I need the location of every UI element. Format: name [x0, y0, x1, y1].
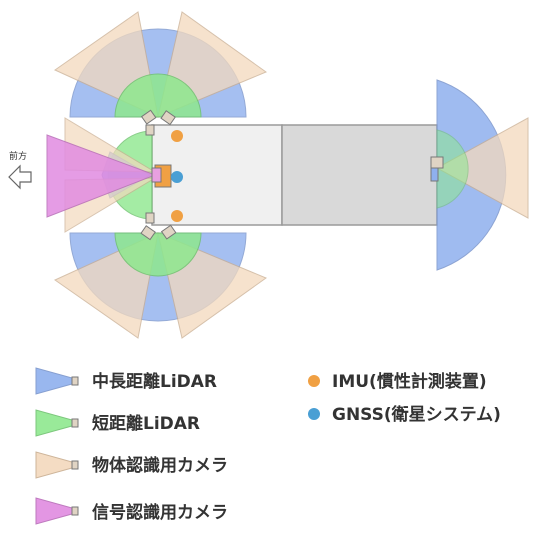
- object-camera-coverage-rear: [435, 117, 529, 219]
- legend-label-short-lidar: 短距離LiDAR: [92, 413, 200, 434]
- legend-label-mid-long-lidar: 中長距離LiDAR: [92, 371, 217, 392]
- lidar-unit-top-front-2: [160, 110, 176, 126]
- legend-item-imu: IMU(慣性計測装置): [308, 371, 487, 392]
- legend-label-imu: IMU(慣性計測装置): [332, 371, 487, 392]
- short-lidar-legend-icon: [35, 409, 73, 437]
- sensor-cluster-bottom-front: [53, 224, 268, 339]
- signal-camera-coverage-front: [46, 134, 157, 218]
- lidar-unit-front-top: [145, 124, 155, 136]
- gnss-marker-front: [171, 171, 183, 183]
- legend-label-signal-camera: 信号認識用カメラ: [92, 502, 228, 523]
- gnss-legend-icon: [308, 408, 320, 420]
- legend-item-gnss: GNSS(衛星システム): [308, 404, 501, 425]
- lidar-unit-front-bottom: [145, 212, 155, 224]
- legend-item-object-camera: 物体認識用カメラ: [35, 451, 228, 479]
- camera-unit-rear: [430, 167, 439, 182]
- lidar-unit-top-front: [140, 109, 157, 125]
- direction-label: 前方: [9, 150, 27, 162]
- lidar-unit-bottom-front: [140, 225, 156, 241]
- short-lidar-coverage-top: [114, 73, 202, 118]
- legend-item-short-lidar: 短距離LiDAR: [35, 409, 200, 437]
- lidar-unit-bottom-front-2: [160, 224, 177, 240]
- sensor-cluster-top-front: [53, 11, 268, 126]
- legend-label-object-camera: 物体認識用カメラ: [92, 455, 228, 476]
- short-lidar-coverage-bottom: [114, 232, 202, 277]
- vehicle-rear-section: [281, 124, 438, 226]
- legend-item-mid-long-lidar: 中長距離LiDAR: [35, 367, 217, 395]
- sensor-cluster-front: [46, 117, 183, 233]
- front-arrow-icon: [8, 164, 32, 190]
- vehicle-body: [151, 124, 438, 226]
- front-camera-unit: [151, 167, 162, 183]
- imu-legend-icon: [308, 375, 320, 387]
- short-lidar-coverage-rear: [436, 129, 469, 209]
- sensor-cluster-rear: [430, 79, 529, 271]
- mid-long-lidar-legend-icon: [35, 367, 73, 395]
- imu-marker-front-top: [171, 130, 183, 142]
- legend: 中長距離LiDAR 短距離LiDAR 物体認識用カメラ 信号認識用カメラ IMU…: [35, 367, 501, 525]
- legend-label-gnss: GNSS(衛星システム): [332, 404, 501, 425]
- lidar-unit-rear: [430, 156, 444, 169]
- object-camera-legend-icon: [35, 451, 73, 479]
- signal-camera-legend-icon: [35, 497, 73, 525]
- imu-marker-front-bottom: [171, 210, 183, 222]
- front-direction-indicator: 前方: [8, 150, 32, 190]
- legend-item-signal-camera: 信号認識用カメラ: [35, 497, 228, 525]
